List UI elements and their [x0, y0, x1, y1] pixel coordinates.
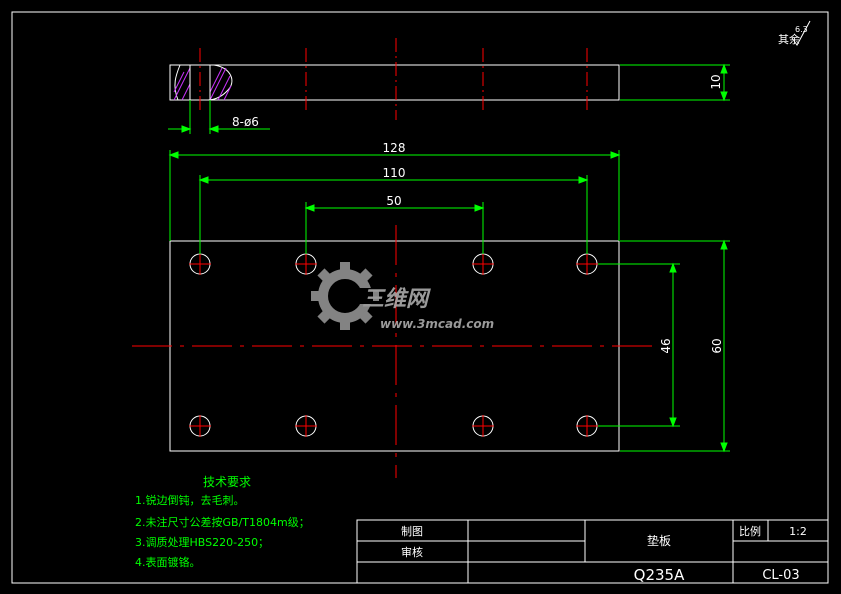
scale-value: 1:2 — [789, 525, 807, 538]
tech-requirements-heading: 技术要求 — [203, 475, 251, 489]
mounting-holes — [189, 253, 598, 437]
drawing-number: CL-03 — [762, 568, 799, 583]
scale-label: 比例 — [739, 524, 761, 538]
tech-requirement-item: 2.未注尺寸公差按GB/T1804m级； — [135, 515, 310, 529]
tech-requirements: 技术要求 1.锐边倒钝，去毛刺。 2.未注尺寸公差按GB/T1804m级； 3.… — [135, 475, 310, 569]
roughness-value: 6.3 — [795, 25, 808, 34]
title-block — [356, 519, 829, 584]
surface-roughness-symbol: 其余 6.3 — [778, 20, 811, 46]
hole-callout-leader — [168, 100, 270, 134]
side-view-outline — [169, 64, 620, 101]
roughness-label: 其余 — [778, 32, 800, 46]
side-view-break-line — [207, 64, 233, 101]
gear-logo-icon — [311, 262, 379, 330]
thickness-dim-text: 10 — [709, 74, 723, 89]
inner-hole-pitch-dim-text: 50 — [386, 194, 401, 208]
plan-view-centerlines — [132, 225, 660, 478]
thickness-dimension — [620, 63, 730, 102]
tech-requirement-item: 4.表面镀铬。 — [135, 555, 201, 569]
part-name: 垫板 — [647, 533, 671, 548]
drawn-by-label: 制图 — [401, 525, 423, 538]
overall-length-dim-text: 128 — [383, 141, 406, 155]
plan-dimensions — [168, 150, 730, 453]
watermark-brand: 三维网 — [362, 287, 431, 312]
roughness-check-icon — [791, 20, 811, 46]
hole-callout-text: 8-ø6 — [232, 115, 259, 129]
side-view-centerlines — [199, 38, 588, 120]
tech-requirement-item: 3.调质处理HBS220-250； — [135, 536, 269, 549]
hole-row-spacing-dim-text: 46 — [659, 338, 673, 353]
material-text: Q235A — [634, 566, 685, 584]
side-view: 10 8-ø6 — [168, 38, 730, 134]
plan-view: 128 110 50 46 60 — [132, 141, 730, 478]
overall-width-dim-text: 60 — [710, 338, 724, 353]
hole-center-marks — [189, 253, 598, 437]
watermark-url: www.3mcad.com — [380, 317, 494, 331]
tech-requirement-item: 1.锐边倒钝，去毛刺。 — [135, 493, 245, 507]
outer-hole-pitch-dim-text: 110 — [383, 166, 406, 180]
checked-by-label: 审核 — [401, 545, 423, 559]
section-hatch — [173, 67, 232, 101]
watermark: 三维网 www.3mcad.com — [311, 262, 494, 331]
side-view-break-line-left — [174, 64, 181, 101]
